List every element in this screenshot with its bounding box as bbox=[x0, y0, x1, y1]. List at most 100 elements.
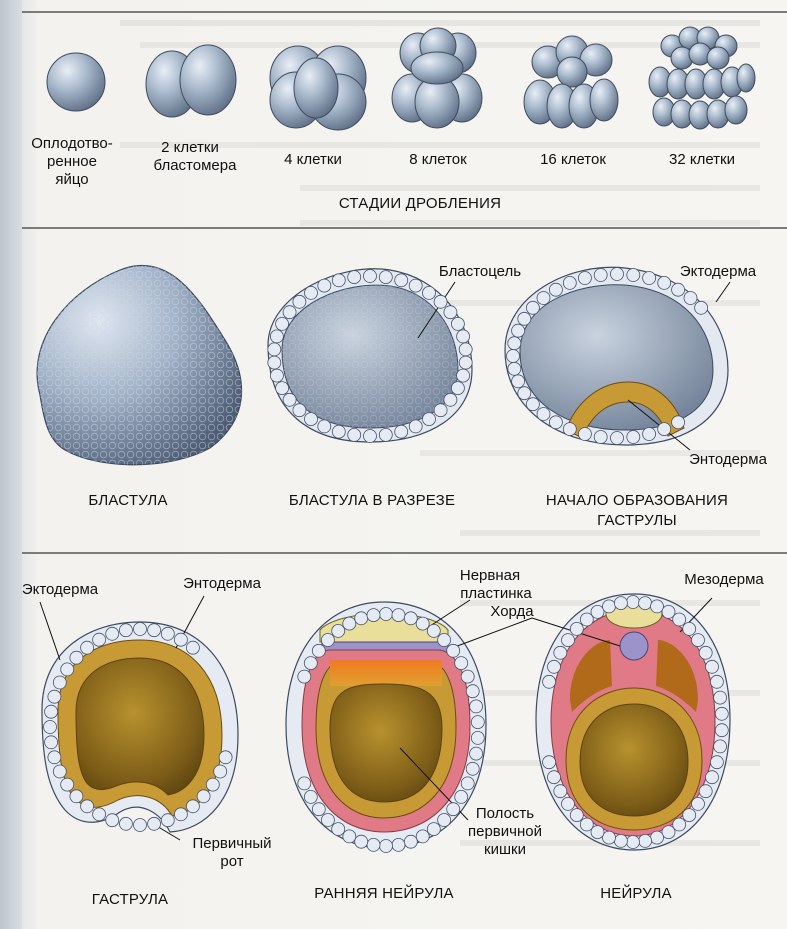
ectoderm-cell bbox=[321, 634, 334, 647]
ectoderm-cell bbox=[562, 797, 575, 810]
ectoderm-cell bbox=[148, 817, 161, 830]
label-sixteen-cells: 16 клеток bbox=[540, 151, 606, 168]
label-four-cells: 4 клетки bbox=[284, 151, 342, 168]
ectoderm-cell bbox=[293, 295, 306, 308]
ectoderm-cell bbox=[423, 286, 436, 299]
ectoderm-cell bbox=[395, 425, 408, 438]
ectoderm-cell bbox=[438, 634, 451, 647]
ectoderm-cell bbox=[392, 838, 405, 851]
ectoderm-cell bbox=[512, 375, 525, 388]
caption-neurula: НЕЙРУЛА bbox=[600, 884, 672, 902]
ectoderm-cell bbox=[304, 790, 317, 803]
ectoderm-cell bbox=[48, 751, 61, 764]
label-ectoderm-bottom: Эктодерма bbox=[22, 581, 99, 598]
label-mesoderm: Мезодерма bbox=[684, 571, 764, 588]
four-cell-stage bbox=[270, 46, 366, 130]
ectoderm-cell bbox=[580, 818, 593, 831]
caption-cleavage-stages: СТАДИИ ДРОБЛЕНИЯ bbox=[339, 195, 501, 212]
ectoderm-cell bbox=[45, 705, 58, 718]
ectoderm-cell bbox=[627, 431, 640, 444]
label-primary-mouth-line1: Первичный bbox=[192, 835, 271, 852]
ectoderm-cell bbox=[332, 425, 345, 438]
ectoderm-cell bbox=[174, 808, 187, 821]
ectoderm-cell bbox=[367, 609, 380, 622]
label-thirtytwo-cells: 32 клетки bbox=[669, 151, 735, 168]
ectoderm-cell bbox=[48, 690, 61, 703]
ectoderm-cell bbox=[312, 803, 325, 816]
ectoderm-cell bbox=[518, 312, 531, 325]
ectoderm-cell bbox=[457, 369, 470, 382]
ectoderm-cell bbox=[70, 790, 83, 803]
ectoderm-cell bbox=[710, 756, 723, 769]
ectoderm-cell bbox=[554, 785, 567, 798]
ectoderm-cell bbox=[298, 670, 311, 683]
label-fertilized-egg-line1: Оплодотво- bbox=[31, 135, 113, 152]
blastula-row: Бластоцель Эктодерма Энтодерма БЛАСТУЛА … bbox=[37, 263, 768, 529]
label-gut-cavity-line3: кишки bbox=[484, 841, 526, 858]
ectoderm-cell bbox=[332, 823, 345, 836]
cleavage-stages: Оплодотво- ренное яйцо 2 клетки бластоме… bbox=[31, 27, 755, 212]
ectoderm-cell bbox=[134, 819, 147, 832]
ectoderm-cell bbox=[305, 286, 318, 299]
ectoderm-cell bbox=[507, 350, 520, 363]
ectoderm-cell bbox=[268, 343, 281, 356]
sixteen-cell-stage bbox=[524, 36, 618, 128]
ectoderm-cell bbox=[639, 834, 652, 847]
ectoderm-cell bbox=[427, 823, 440, 836]
label-gut-cavity-line1: Полость bbox=[476, 805, 534, 822]
ectoderm-cell bbox=[270, 369, 283, 382]
ectoderm-cell bbox=[423, 413, 436, 426]
ectoderm-cell bbox=[594, 431, 607, 444]
label-gut-cavity-line2: первичной bbox=[468, 823, 542, 840]
ectoderm-cell bbox=[395, 274, 408, 287]
ectoderm-cell bbox=[268, 356, 281, 369]
ectoderm-cell bbox=[312, 644, 325, 657]
ectoderm-cell bbox=[214, 765, 227, 778]
ectoderm-cell bbox=[61, 663, 74, 676]
ectoderm-cell bbox=[578, 428, 591, 441]
ectoderm-cell bbox=[44, 721, 57, 734]
ectoderm-cell bbox=[699, 785, 712, 798]
ectoderm-cell bbox=[543, 756, 556, 769]
label-two-cells-line2: бластомера bbox=[154, 157, 238, 174]
ectoderm-cell bbox=[186, 641, 199, 654]
ectoderm-cell bbox=[543, 675, 556, 688]
ectoderm-cell bbox=[508, 362, 521, 375]
label-endoderm-mid: Энтодерма bbox=[689, 451, 768, 468]
ectoderm-cell bbox=[518, 387, 531, 400]
caption-gastrula: ГАСТРУЛА bbox=[92, 891, 168, 908]
label-endoderm-bottom: Энтодерма bbox=[183, 575, 262, 592]
ectoderm-cell bbox=[614, 834, 627, 847]
ectoderm-cell bbox=[706, 771, 719, 784]
ectoderm-cell bbox=[684, 292, 697, 305]
ectoderm-cell bbox=[466, 762, 479, 775]
ectoderm-cell bbox=[283, 393, 296, 406]
ectoderm-cell bbox=[570, 622, 583, 635]
fertilized-egg bbox=[47, 53, 105, 111]
ectoderm-cell bbox=[148, 624, 161, 637]
ectoderm-cell bbox=[343, 617, 356, 630]
ectoderm-cell bbox=[174, 633, 187, 646]
ectoderm-cell bbox=[355, 835, 368, 848]
ectoderm-cell bbox=[416, 830, 429, 843]
ectoderm-cell bbox=[710, 675, 723, 688]
ectoderm-cell bbox=[106, 627, 119, 640]
ectoderm-cell bbox=[512, 324, 525, 337]
label-notochord: Хорда bbox=[490, 603, 534, 620]
ectoderm-cell bbox=[526, 301, 539, 314]
caption-blastula-section: БЛАСТУЛА В РАЗРЕЗЕ bbox=[289, 492, 455, 509]
ectoderm-cell bbox=[651, 831, 664, 844]
ectoderm-cell bbox=[364, 430, 377, 443]
ectoderm-cell bbox=[683, 622, 696, 635]
pointer-ectoderm-top bbox=[716, 282, 730, 302]
ectoderm-cell bbox=[471, 731, 484, 744]
ectoderm-cell bbox=[293, 404, 306, 417]
ectoderm-cell bbox=[305, 413, 318, 426]
ectoderm-cell bbox=[53, 676, 66, 689]
ectoderm-cell bbox=[455, 657, 468, 670]
ectoderm-cell bbox=[444, 306, 457, 319]
ectoderm-cell bbox=[444, 393, 457, 406]
label-blastocoel: Бластоцель bbox=[439, 263, 521, 280]
ectoderm-cell bbox=[119, 624, 132, 637]
